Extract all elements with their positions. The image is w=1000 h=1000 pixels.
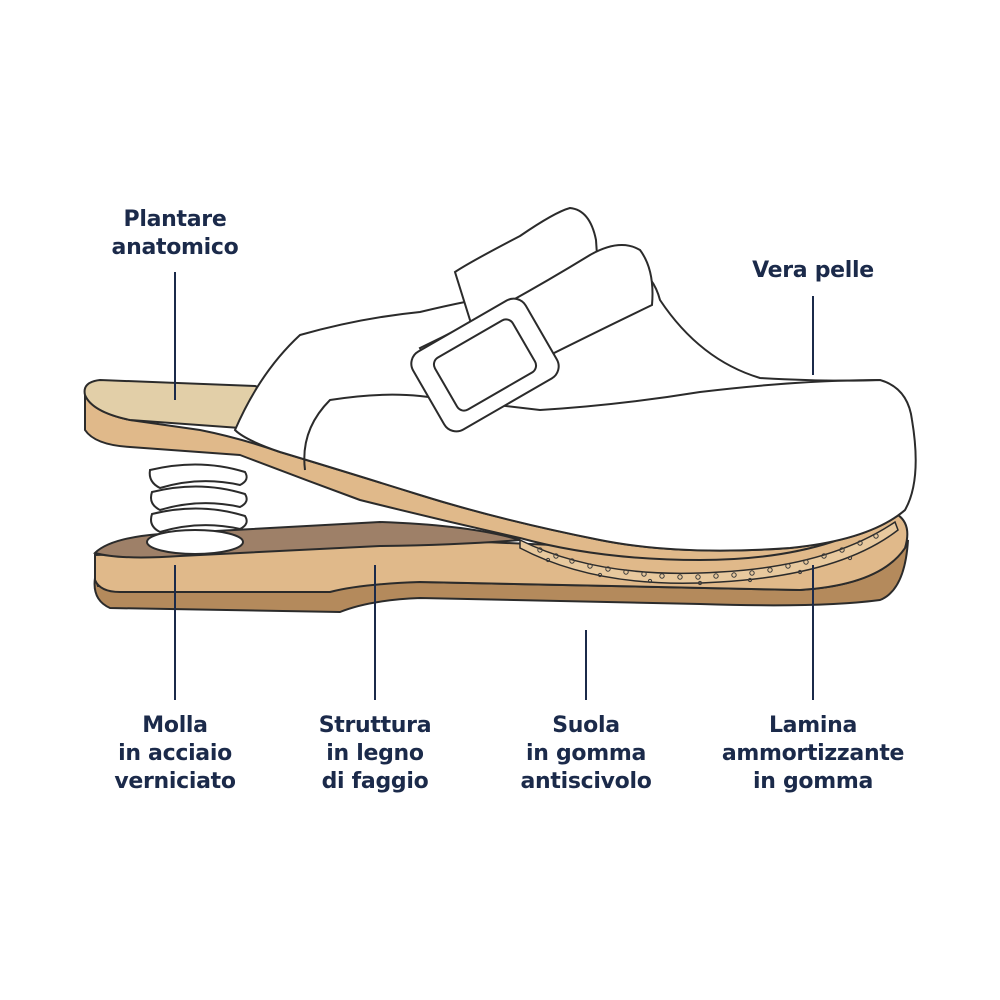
label-cushion: Lamina ammortizzante in gomma	[708, 712, 918, 796]
label-cushion-line-3: in gomma	[752, 769, 874, 794]
label-structure-line-1: Struttura	[318, 713, 432, 738]
label-insole-line-1: Plantare	[123, 207, 227, 232]
label-cushion-line-1: Lamina	[768, 713, 858, 738]
label-structure: Struttura in legno di faggio	[295, 712, 455, 796]
label-structure-line-2: in legno	[326, 741, 424, 766]
label-leather-line-1: Vera pelle	[752, 258, 874, 283]
label-insole: Plantare anatomico	[95, 206, 255, 262]
cushion-dots	[537, 533, 879, 586]
buckle	[410, 297, 560, 433]
label-insole-line-2: anatomico	[111, 235, 239, 260]
label-spring-line-1: Molla	[142, 713, 208, 738]
label-spring-line-3: verniciato	[114, 769, 236, 794]
label-leather: Vera pelle	[738, 257, 888, 285]
label-sole: Suola in gomma antiscivolo	[496, 712, 676, 796]
label-spring: Molla in acciaio verniciato	[95, 712, 255, 796]
cushion-lamina	[519, 520, 899, 584]
leather-upper	[233, 260, 917, 552]
label-structure-line-3: di faggio	[321, 769, 429, 794]
label-spring-line-2: in acciaio	[118, 741, 232, 766]
label-sole-line-1: Suola	[552, 713, 620, 738]
label-sole-line-3: antiscivolo	[520, 769, 652, 794]
steel-spring	[146, 463, 248, 555]
label-cushion-line-2: ammortizzante	[721, 741, 905, 766]
upper-seam	[303, 379, 881, 471]
label-sole-line-2: in gomma	[525, 741, 647, 766]
leader-lines	[174, 272, 814, 700]
